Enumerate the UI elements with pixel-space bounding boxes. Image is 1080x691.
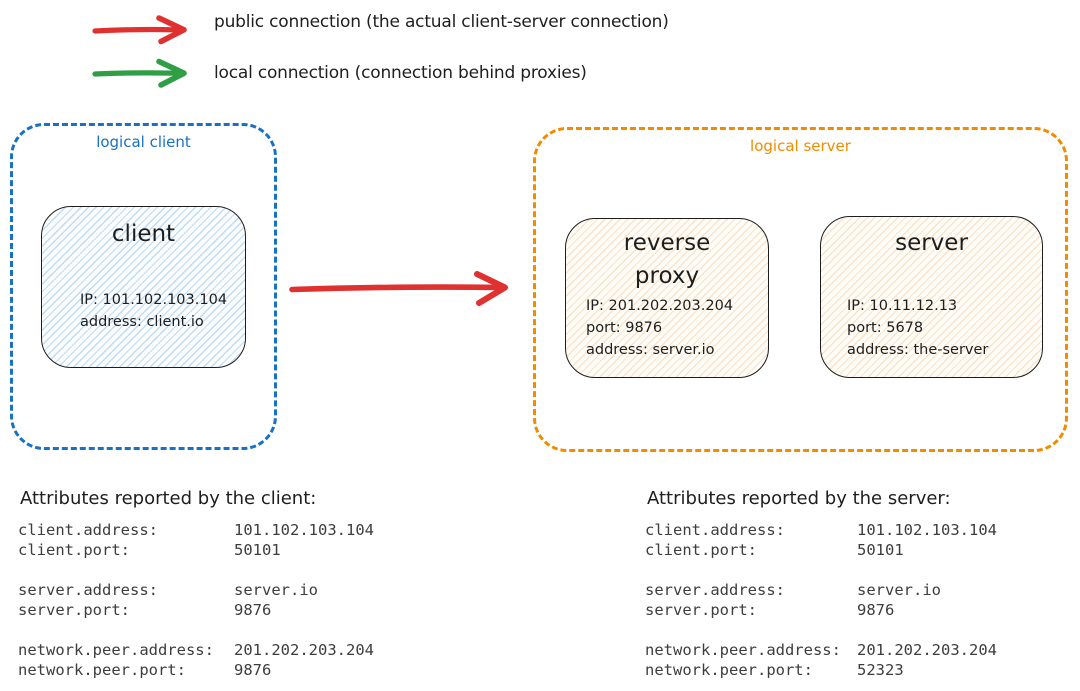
table-row: client.port: 50101 [18,540,374,560]
attr-key: network.peer.port: [645,661,813,679]
logical-server-label: logical server [750,137,851,155]
attr-key: network.peer.port: [18,661,186,679]
logical-client-label: logical client [96,133,191,151]
server-attributes-table: client.address: 101.102.103.104 client.p… [645,520,997,691]
local-connection-arrow-icon [92,57,198,91]
reverse-proxy-address: address: server.io [586,342,715,358]
logical-server-group: logical server reverse proxy IP: 201.202… [533,127,1068,452]
table-row: network.peer.address: 201.202.203.204 [18,640,374,660]
server-port: port: 5678 [847,320,924,336]
client-attributes-server-pair: server.address: server.io server.port: 9… [18,580,374,620]
server-attributes-client-pair: client.address: 101.102.103.104 client.p… [645,520,997,560]
server-address: address: the-server [847,342,989,358]
reverse-proxy-node-details: IP: 201.202.203.204 port: 9876 address: … [586,295,733,361]
client-address: address: client.io [80,314,204,330]
client-ip: IP: 101.102.103.104 [80,292,228,308]
attr-value: 201.202.203.204 [234,641,374,659]
client-to-server-public-arrow-icon [288,266,522,310]
client-node: client IP: 101.102.103.104 address: clie… [41,206,246,368]
attr-value: 9876 [234,601,272,619]
reverse-proxy-node: reverse proxy IP: 201.202.203.204 port: … [565,218,769,378]
server-node-details: IP: 10.11.12.13 port: 5678 address: the-… [847,295,988,361]
attr-key: network.peer.address: [645,641,841,659]
table-row: client.port: 50101 [645,540,997,560]
attr-key: client.address: [645,521,785,539]
server-node-title: server [895,230,968,256]
table-row: client.address: 101.102.103.104 [645,520,997,540]
client-node-title: client [111,221,176,247]
public-connection-arrow-icon [92,13,198,47]
public-connection-legend-label: public connection (the actual client-ser… [214,12,669,32]
table-row: server.port: 9876 [18,600,374,620]
table-row: network.peer.port: 52323 [645,660,997,680]
attr-value: 50101 [234,541,281,559]
attr-key: server.port: [18,601,130,619]
attr-value: 52323 [857,661,904,679]
attr-value: server.io [857,581,941,599]
client-node-details: IP: 101.102.103.104 address: client.io [80,289,227,333]
client-attributes-peer-pair: network.peer.address: 201.202.203.204 ne… [18,640,374,680]
logical-client-group: logical client client IP: 101.102.103.10… [10,123,277,450]
server-attributes-title: Attributes reported by the server: [647,488,951,509]
attr-value: 201.202.203.204 [857,641,997,659]
server-attributes-peer-pair: network.peer.address: 201.202.203.204 ne… [645,640,997,680]
table-row: server.port: 9876 [645,600,997,620]
server-ip: IP: 10.11.12.13 [847,298,958,314]
attr-value: 50101 [857,541,904,559]
reverse-proxy-node-title: reverse proxy [623,230,711,289]
table-row: network.peer.port: 9876 [18,660,374,680]
client-attributes-title: Attributes reported by the client: [20,488,317,509]
table-row: network.peer.address: 201.202.203.204 [645,640,997,660]
reverse-proxy-port: port: 9876 [586,320,663,336]
server-node: server IP: 10.11.12.13 port: 5678 addres… [820,216,1043,378]
attr-key: network.peer.address: [18,641,214,659]
table-row: server.address: server.io [18,580,374,600]
attr-key: server.address: [645,581,785,599]
attr-value: 9876 [234,661,272,679]
attr-key: client.port: [18,541,130,559]
attr-key: server.port: [645,601,757,619]
attr-value: 101.102.103.104 [857,521,997,539]
attr-value: 9876 [857,601,895,619]
table-row: client.address: 101.102.103.104 [18,520,374,540]
attr-key: client.address: [18,521,158,539]
client-attributes-table: client.address: 101.102.103.104 client.p… [18,520,374,691]
table-row: server.address: server.io [645,580,997,600]
attr-key: server.address: [18,581,158,599]
client-attributes-client-pair: client.address: 101.102.103.104 client.p… [18,520,374,560]
attr-value: 101.102.103.104 [234,521,374,539]
server-attributes-server-pair: server.address: server.io server.port: 9… [645,580,997,620]
local-connection-legend-label: local connection (connection behind prox… [214,63,587,83]
attr-key: client.port: [645,541,757,559]
reverse-proxy-ip: IP: 201.202.203.204 [586,298,734,314]
attr-value: server.io [234,581,318,599]
